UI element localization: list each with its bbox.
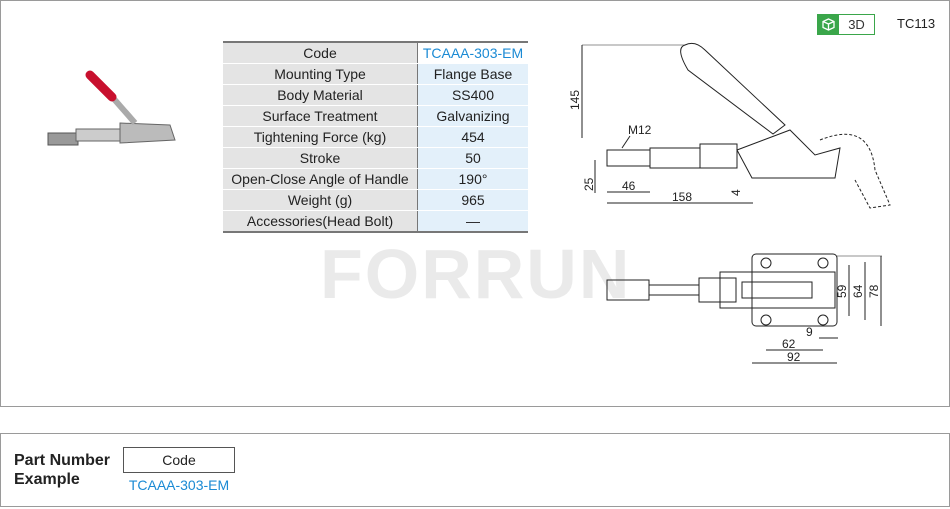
spec-value: SS400 [417, 84, 528, 106]
dim-25: 25 [582, 177, 596, 191]
title-line-1: Part Number [14, 452, 111, 469]
spec-key: Surface Treatment [223, 105, 418, 127]
dim-4: 4 [729, 189, 743, 196]
spec-key: Open-Close Angle of Handle [223, 168, 418, 190]
spec-value: 50 [417, 147, 528, 169]
3d-view-button[interactable]: 3D [817, 14, 875, 35]
spec-key: Body Material [223, 84, 418, 106]
dim-158: 158 [672, 190, 692, 204]
spec-value: 965 [417, 189, 528, 211]
spec-key: Stroke [223, 147, 418, 169]
spec-value: TCAAA-303-EM [417, 41, 528, 64]
dim-m12: M12 [628, 123, 652, 137]
dim-64: 64 [851, 284, 865, 298]
spec-key: Code [223, 41, 418, 64]
spec-key: Accessories(Head Bolt) [223, 210, 418, 233]
cube-icon [818, 15, 839, 34]
spec-value: Galvanizing [417, 105, 528, 127]
side-view-drawing: 145 25 M12 46 158 4 [570, 42, 891, 209]
dim-145: 145 [570, 90, 582, 110]
spec-value: 454 [417, 126, 528, 148]
table-row: Tightening Force (kg)454 [223, 126, 528, 148]
spec-value: 190° [417, 168, 528, 190]
title-line-2: Example [14, 471, 80, 488]
dim-78: 78 [867, 284, 881, 298]
spec-value: Flange Base [417, 63, 528, 85]
model-code: TC113 [897, 16, 936, 31]
spec-key: Weight (g) [223, 189, 418, 211]
watermark: FORRUN [320, 235, 632, 313]
dim-46: 46 [622, 179, 636, 193]
spec-key: Tightening Force (kg) [223, 126, 418, 148]
dim-59: 59 [835, 284, 849, 298]
3d-label: 3D [848, 17, 865, 32]
dim-9: 9 [806, 325, 813, 339]
code-label-box: Code [123, 447, 235, 473]
dim-62: 62 [782, 337, 796, 351]
table-row: Weight (g)965 [223, 189, 528, 211]
code-value: TCAAA-303-EM [128, 477, 230, 493]
product-photo [47, 70, 176, 146]
top-view-drawing: 59 64 78 9 62 92 [606, 253, 882, 364]
spec-key: Mounting Type [223, 63, 418, 85]
dim-92: 92 [787, 350, 801, 364]
table-row: Accessories(Head Bolt)— [223, 210, 528, 233]
spec-value: — [417, 210, 528, 233]
